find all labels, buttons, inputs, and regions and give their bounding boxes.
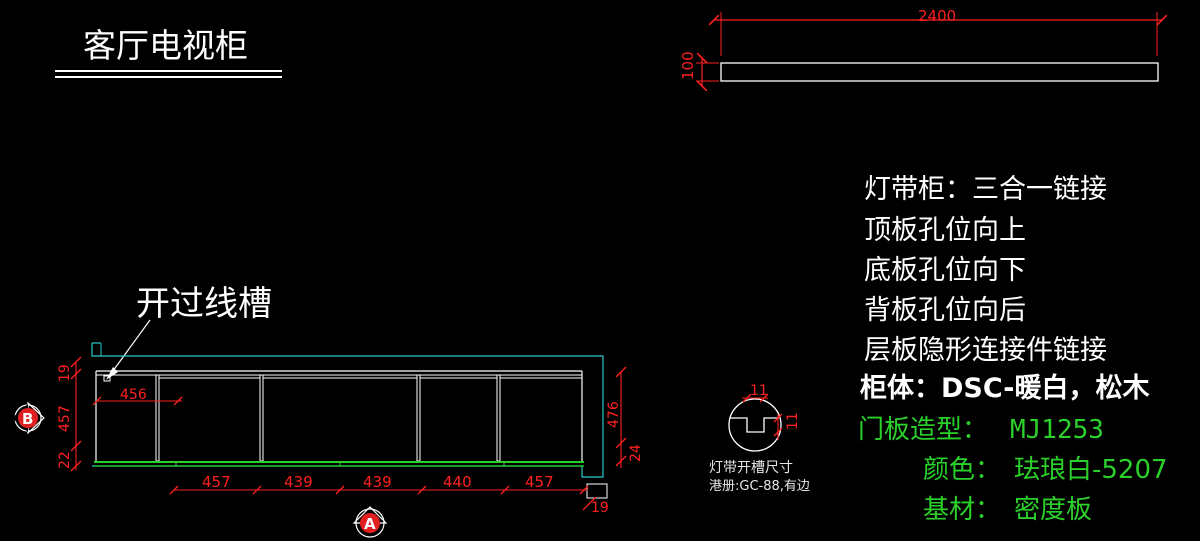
door-style-label: 门板造型：: [858, 415, 988, 445]
base-material-value: 密度板: [1014, 495, 1092, 525]
dim-right-bottom: 24: [628, 444, 644, 462]
slot-label: 开过线槽: [136, 284, 272, 324]
groove-depth: 11: [785, 412, 801, 430]
dim-bottom-3: 439: [363, 473, 392, 491]
slot-leader: [109, 319, 151, 376]
color-value: 珐琅白-5207: [1014, 455, 1168, 485]
dim-corner: 19: [591, 500, 609, 516]
top-panel-view: 2400 100: [679, 7, 1168, 92]
groove-detail: 11 11 灯带开槽尺寸 港册:GC-88,有边: [709, 383, 810, 494]
notes-green: 门板造型： MJ1253 颜色： 珐琅白-5207 基材： 密度板: [858, 415, 1168, 525]
groove-caption: 灯带开槽尺寸: [709, 460, 793, 476]
slot-leader-arrow: [106, 367, 118, 380]
note-line: 柜体：DSC-暖白，松木: [860, 372, 1150, 404]
dim-bottom-1: 457: [202, 473, 231, 491]
marker-b-letter: B: [22, 410, 33, 428]
dim-left-bottom: 22: [57, 451, 73, 469]
dim-left-top: 19: [57, 364, 73, 382]
cabinet-outline: [91, 343, 604, 478]
marker-a-letter: A: [364, 515, 376, 533]
section-marker-b: B: [12, 401, 45, 435]
cabinet-plan: [91, 342, 608, 499]
note-line: 层板隐形连接件链接: [864, 335, 1107, 366]
note-line: 底板孔位向下: [864, 255, 1026, 286]
note-line: 顶板孔位向上: [864, 215, 1026, 246]
section-marker-a: A: [352, 506, 388, 538]
base-material-label: 基材：: [923, 495, 1001, 525]
dim-left-mid: 457: [57, 405, 73, 432]
dim-bottom-4: 440: [443, 473, 472, 491]
color-label: 颜色：: [923, 455, 1001, 485]
dim-bottom-2: 439: [284, 473, 313, 491]
plan-dimensions: 19 457 22 456 476 24 19 457 439 439 440 …: [57, 356, 644, 516]
top-panel-rect: [720, 62, 1159, 82]
note-line: 背板孔位向后: [864, 295, 1026, 326]
door-style-value: MJ1253: [1010, 415, 1104, 445]
groove-width: 11: [750, 383, 768, 399]
groove-detail-circle: [728, 398, 782, 452]
dim-inner-width: 456: [120, 387, 147, 403]
note-line: 灯带柜：三合一链接: [864, 174, 1107, 205]
groove-sub: 港册:GC-88,有边: [709, 479, 810, 494]
dim-top-width: 2400: [918, 7, 956, 25]
page-title: 客厅电视柜: [83, 26, 248, 65]
dim-top-height: 100: [679, 51, 697, 80]
notes-white: 灯带柜：三合一链接 顶板孔位向上 底板孔位向下 背板孔位向后 层板隐形连接件链接…: [860, 174, 1150, 404]
dim-bottom-5: 457: [525, 473, 554, 491]
dim-right-height: 476: [606, 401, 622, 428]
